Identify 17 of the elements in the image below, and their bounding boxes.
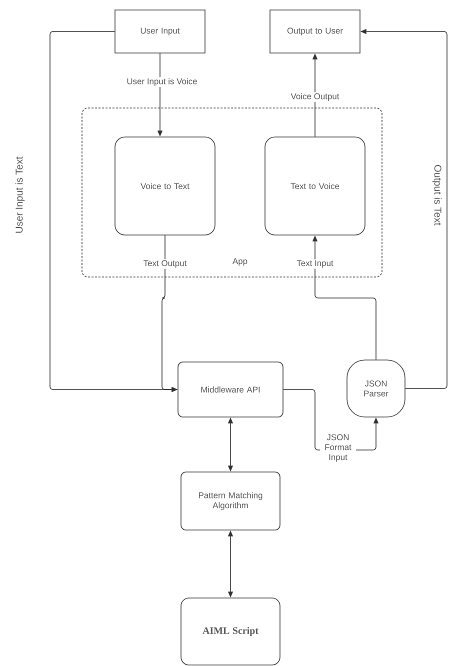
dashed-container xyxy=(82,108,382,278)
edge-label: Voice Output xyxy=(290,92,340,102)
process-box: Voice to Text xyxy=(114,136,216,236)
parser-node: JSON Parser xyxy=(346,360,406,418)
process-box: Output to User xyxy=(270,10,360,54)
edge-label: Text Output xyxy=(142,259,188,269)
container-label: App xyxy=(232,258,248,266)
edge-label: JSON Format Input xyxy=(320,433,356,463)
edge-label: Output is Text xyxy=(431,164,443,226)
edge-label: User Input is Text xyxy=(14,156,26,234)
process-box: Text to Voice xyxy=(264,136,366,236)
process-box: User Input xyxy=(114,10,206,54)
edge-label: Text Input xyxy=(296,259,334,269)
process-box: Pattern Matching Algorithm xyxy=(180,472,280,530)
process-box: AIML Script xyxy=(180,598,280,666)
edge-label: User Input is Voice xyxy=(126,77,198,87)
process-box: Middleware API xyxy=(178,362,284,418)
